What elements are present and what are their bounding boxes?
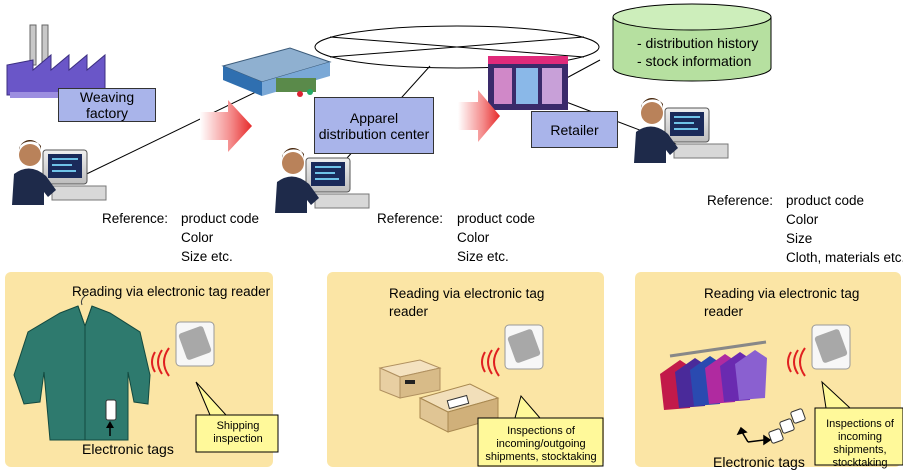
tag-arrows [736, 426, 772, 446]
reference-item: Size [786, 231, 813, 246]
reference-item: Color [457, 230, 490, 245]
panel-title-3: Reading via electronic tag reader [704, 286, 860, 319]
reference-item: product code [786, 193, 865, 208]
reference-item: Cloth, materials etc. [786, 250, 903, 265]
reference-items-3: product code Color Size Cloth, materials… [786, 191, 903, 267]
store-icon [488, 56, 568, 110]
electronic-tags-label-1: Electronic tags [82, 441, 174, 457]
retailer-box: Retailer [531, 111, 618, 148]
reference-item: Size etc. [181, 249, 233, 264]
reference-item: Color [181, 230, 214, 245]
database-text-line-2: - stock information [637, 53, 752, 69]
apparel-center-box: Apparel distribution center [314, 97, 434, 154]
radio-wave-icon [151, 347, 806, 377]
incoming-outgoing-callout: Inspections of incoming/outgoing shipmen… [485, 425, 597, 463]
warehouse-icon [221, 47, 332, 97]
tag-reader-icon [504, 324, 544, 370]
shipping-inspection-callout: Shipping inspection [213, 420, 263, 445]
database-text-line-1: - distribution history [637, 35, 759, 51]
incoming-shipments-callout: Inspections of incoming shipments, stock… [826, 418, 894, 469]
reference-item: Size etc. [457, 249, 509, 264]
reference-item: Color [786, 212, 819, 227]
rfid-tag [105, 399, 117, 421]
tag-arrow [106, 421, 114, 436]
operator-icon [12, 139, 107, 205]
incoming-outgoing-callout-shape [477, 394, 604, 467]
shipping-callout-shape [195, 381, 279, 453]
tag-reader-icon [811, 324, 851, 370]
cardboard-boxes-icon [378, 359, 500, 433]
clothes-rack-icon [660, 340, 767, 410]
tag-reader-icon [175, 321, 215, 367]
flow-arrow-2 [458, 90, 500, 142]
reference-items-1: product code Color Size etc. [181, 209, 259, 266]
reference-items-2: product code Color Size etc. [457, 209, 535, 266]
reference-item: product code [181, 211, 260, 226]
reference-item: product code [457, 211, 536, 226]
reference-label-2: Reference: [377, 211, 444, 226]
rfid-tags-icon [768, 408, 806, 444]
flow-arrow-1 [200, 100, 252, 152]
electronic-tags-label-3: Electronic tags [713, 454, 805, 470]
incoming-callout-shape [814, 380, 903, 466]
jacket-icon [13, 295, 151, 441]
panel-title-2: Reading via electronic tag reader [389, 286, 545, 319]
weaving-factory-box: Weaving factory [58, 88, 156, 122]
panel-title-1: Reading via electronic tag reader [72, 284, 271, 299]
database-icon [612, 3, 772, 82]
reference-label-3: Reference: [707, 193, 774, 208]
reference-label-1: Reference: [102, 211, 169, 226]
